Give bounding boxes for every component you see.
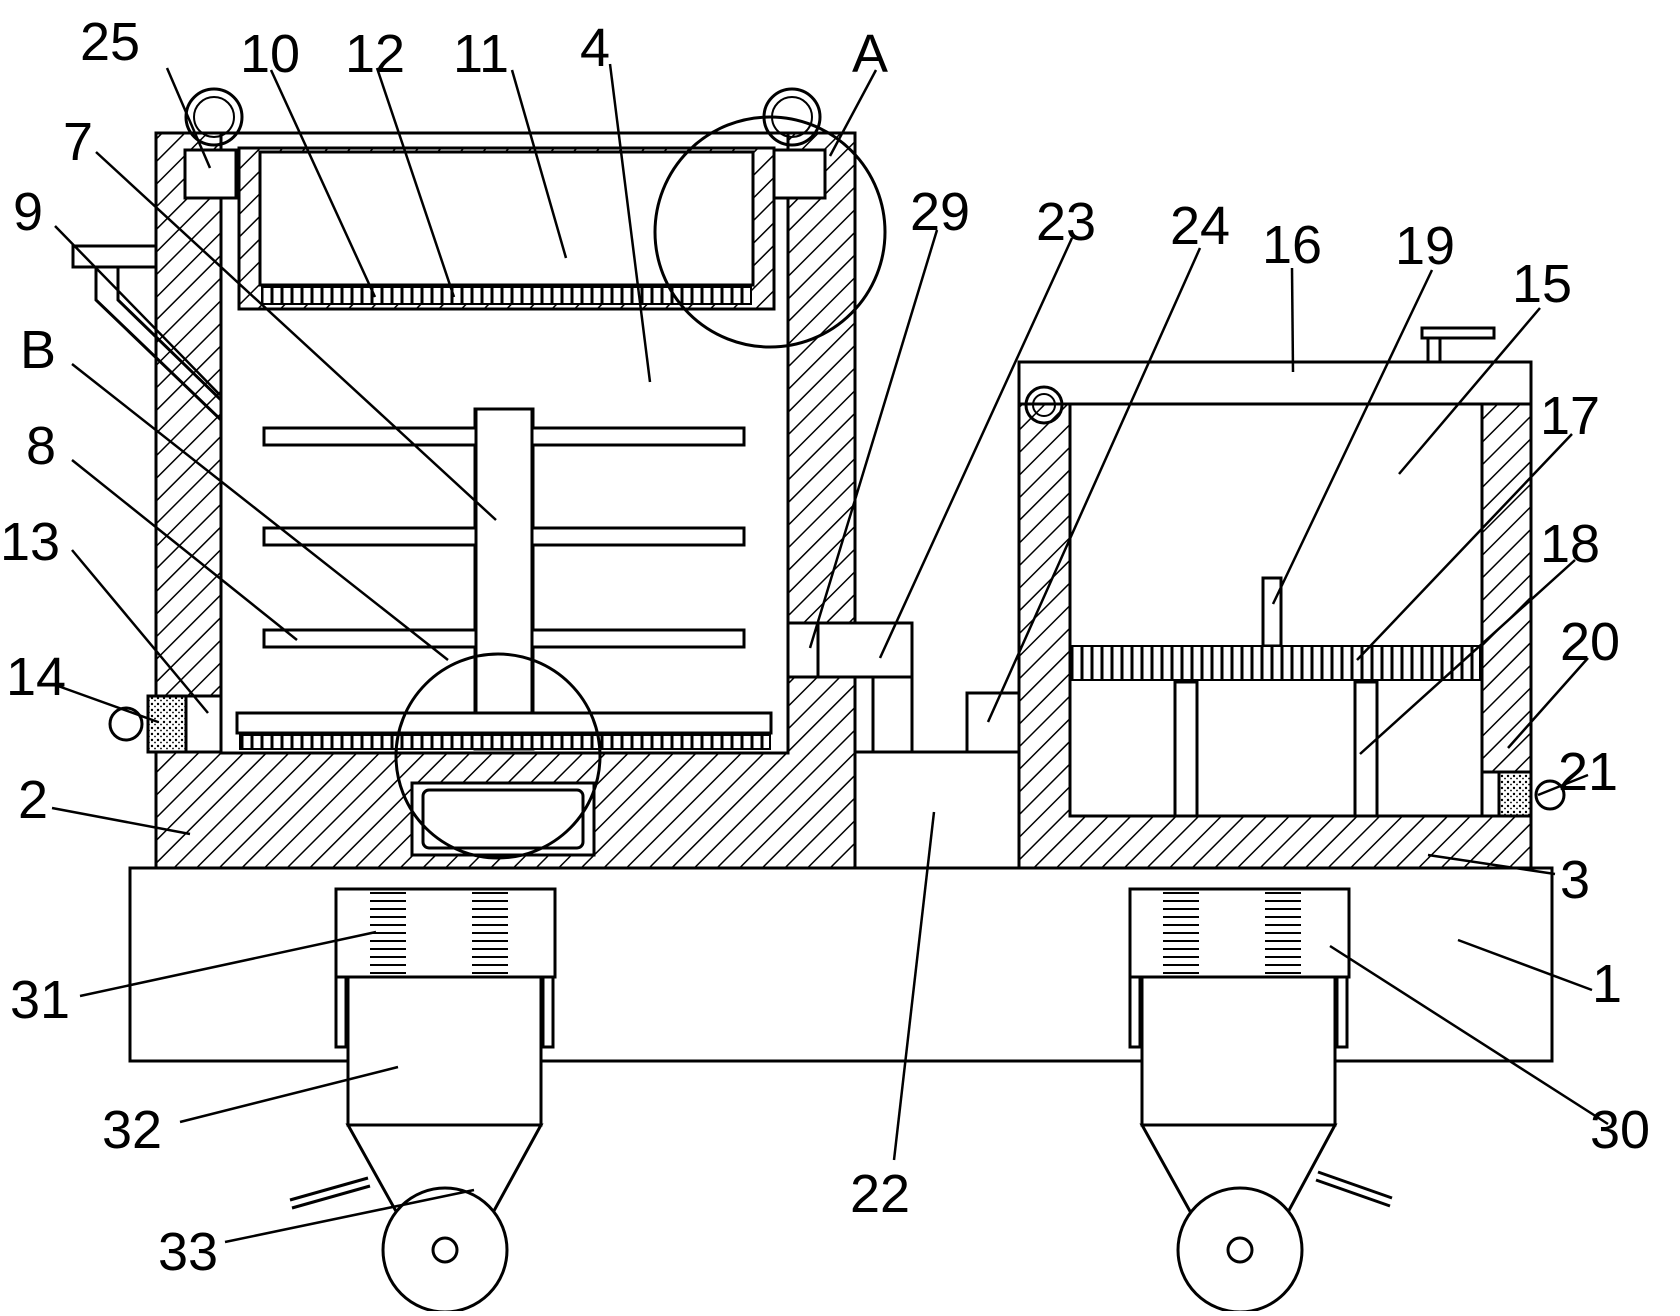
label-22: 22 xyxy=(850,1164,910,1224)
label-2: 2 xyxy=(18,770,48,830)
right-tank-lid xyxy=(1017,360,1533,406)
rod xyxy=(1261,576,1283,648)
lid-hinge xyxy=(1024,385,1064,425)
label-14: 14 xyxy=(6,647,66,707)
detail-circle-a xyxy=(653,115,887,349)
top-clamp-left xyxy=(183,148,238,200)
screen-plate xyxy=(1071,645,1481,681)
right-drain-valve xyxy=(1497,770,1533,818)
label-25: 25 xyxy=(80,12,140,72)
filter-box-inner xyxy=(258,150,755,287)
lifting-ring-left xyxy=(184,87,244,147)
support-leg-left xyxy=(1173,680,1199,818)
label-21: 21 xyxy=(1558,742,1618,802)
label-7: 7 xyxy=(63,112,93,172)
label-8: 8 xyxy=(26,416,56,476)
motor-housing xyxy=(410,781,596,857)
right-valve-ring xyxy=(1534,779,1566,811)
label-13: 13 xyxy=(0,512,60,572)
label-4: 4 xyxy=(580,18,610,78)
label-16: 16 xyxy=(1262,215,1322,275)
label-19: 19 xyxy=(1395,216,1455,276)
label-a: A xyxy=(852,24,888,84)
bottom-screen xyxy=(239,734,771,750)
pump-riser xyxy=(871,675,914,754)
left-valve-ring xyxy=(108,706,144,742)
label-20: 20 xyxy=(1560,612,1620,672)
label-29: 29 xyxy=(910,182,970,242)
label-9: 9 xyxy=(13,182,43,242)
label-1: 1 xyxy=(1592,954,1622,1014)
label-32: 32 xyxy=(102,1100,162,1160)
pump-base xyxy=(853,750,1021,870)
lid-handle xyxy=(1420,326,1496,340)
left-drain-valve xyxy=(146,694,188,754)
label-23: 23 xyxy=(1036,192,1096,252)
label-24: 24 xyxy=(1170,196,1230,256)
left-wheel xyxy=(381,1186,509,1314)
stirring-shaft-front xyxy=(474,407,534,751)
feed-inlet xyxy=(71,244,158,269)
label-10: 10 xyxy=(240,24,300,84)
pump-head xyxy=(816,621,914,679)
label-b: B xyxy=(20,320,56,380)
detail-circle-b xyxy=(394,652,602,860)
leader-lines xyxy=(51,63,1609,1244)
label-11: 11 xyxy=(453,24,509,84)
label-12: 12 xyxy=(345,24,405,84)
label-30: 30 xyxy=(1590,1100,1650,1160)
bottom-scraper xyxy=(235,711,773,735)
right-wheel-assembly xyxy=(1128,887,1393,1314)
right-wheel xyxy=(1176,1186,1304,1314)
label-18: 18 xyxy=(1540,514,1600,574)
part-labels: 25 10 12 11 4 A 7 9 B 8 13 14 2 29 23 24… xyxy=(0,12,1650,1282)
pipe-outlet xyxy=(786,621,820,679)
label-33: 33 xyxy=(158,1222,218,1282)
left-wheel-assembly xyxy=(289,887,557,1314)
label-3: 3 xyxy=(1560,850,1590,910)
filter-screen xyxy=(261,286,752,305)
label-31: 31 xyxy=(10,970,70,1030)
label-15: 15 xyxy=(1512,254,1572,314)
label-17: 17 xyxy=(1540,386,1600,446)
top-clamp-right xyxy=(772,148,827,200)
